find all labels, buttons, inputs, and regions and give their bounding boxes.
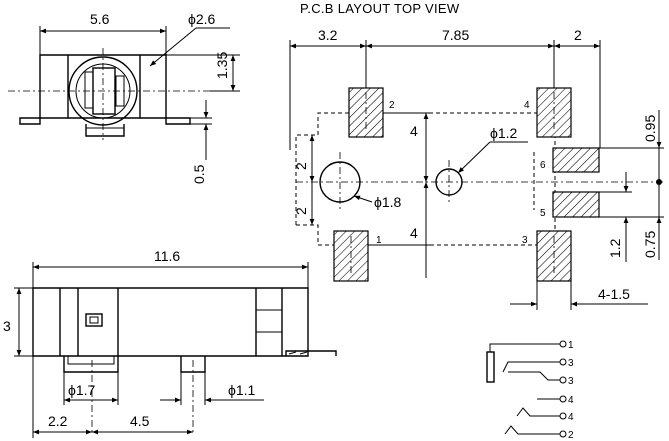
dim-small-upper: 2 bbox=[293, 162, 309, 170]
term-4b: 4 bbox=[568, 412, 574, 423]
dim-width: 5.6 bbox=[90, 11, 110, 27]
schematic: 1 3 3 4 4 2 bbox=[486, 340, 574, 441]
pad-label-5: 5 bbox=[540, 208, 546, 219]
dim-pad-width: 4-1.5 bbox=[598, 286, 630, 302]
pad-label-4: 4 bbox=[524, 100, 530, 111]
dim-pcb-mid: 7.85 bbox=[442, 27, 469, 43]
dim-vert-lower: 4 bbox=[410, 225, 418, 241]
dim-hole-large: ϕ1.8 bbox=[374, 194, 402, 210]
dim-post1: ϕ1.7 bbox=[68, 382, 96, 398]
pad-label-1: 1 bbox=[376, 235, 382, 246]
dim-small-lower: 2 bbox=[293, 207, 309, 215]
dim-length: 11.6 bbox=[154, 248, 180, 264]
pcb-title: P.C.B LAYOUT TOP VIEW bbox=[300, 1, 460, 16]
dim-vert-upper: 4 bbox=[410, 123, 418, 139]
term-3b: 3 bbox=[568, 376, 574, 387]
side-view: 11.6 3 ϕ1.7 ϕ1.1 2.2 4.5 bbox=[3, 248, 337, 438]
dim-pcb-left: 3.2 bbox=[318, 27, 338, 43]
dim-hole-dia: ϕ2.6 bbox=[188, 11, 216, 27]
term-3a: 3 bbox=[568, 358, 574, 369]
top-view: 5.6 ϕ2.6 1.35 0.5 bbox=[8, 11, 240, 184]
dim-post2: ϕ1.1 bbox=[228, 382, 256, 398]
dim-pcb-right: 2 bbox=[574, 27, 582, 43]
pad-label-2: 2 bbox=[389, 100, 395, 111]
pad-label-3: 3 bbox=[522, 235, 528, 246]
dim-right-mid: 1.2 bbox=[607, 238, 623, 258]
pad-6 bbox=[552, 147, 600, 173]
pad-label-6: 6 bbox=[540, 160, 546, 171]
dim-offset1: 2.2 bbox=[48, 413, 68, 429]
term-1: 1 bbox=[568, 340, 574, 351]
pad-5 bbox=[552, 191, 600, 218]
pcb-layout: P.C.B LAYOUT TOP VIEW 2 4 1 3 6 5 bbox=[289, 1, 666, 310]
dim-hole-small: ϕ1.2 bbox=[490, 125, 518, 141]
dim-offset2: 4.5 bbox=[130, 413, 150, 429]
term-2: 2 bbox=[568, 430, 574, 441]
dim-height: 1.35 bbox=[214, 52, 230, 79]
dim-right-bottom: 0.75 bbox=[642, 231, 658, 258]
dim-lead: 0.5 bbox=[191, 164, 207, 184]
term-4a: 4 bbox=[568, 395, 574, 406]
dim-right-top: 0.95 bbox=[642, 115, 658, 142]
dim-side-height: 3 bbox=[3, 318, 11, 334]
